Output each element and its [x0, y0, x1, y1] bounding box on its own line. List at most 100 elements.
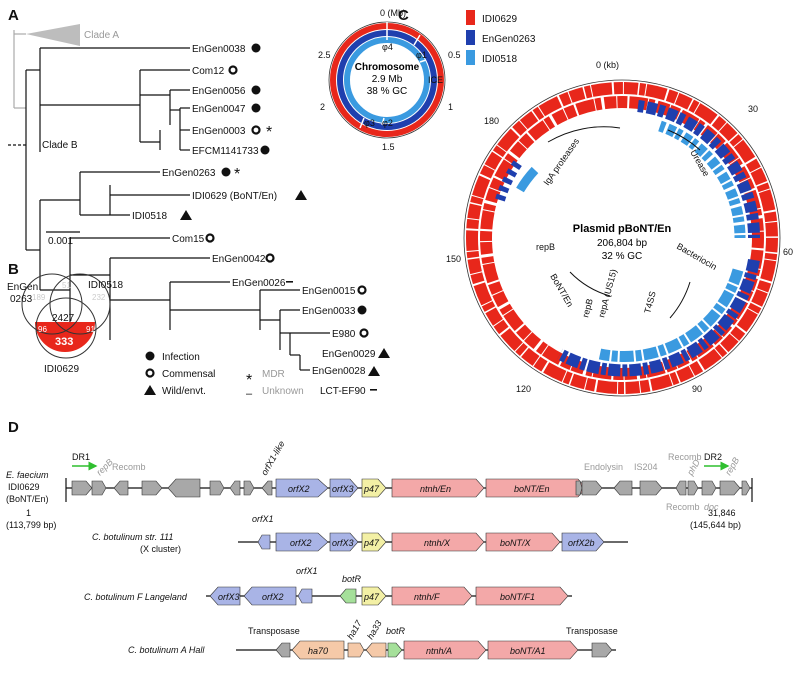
svg-text:ha17: ha17	[345, 618, 364, 641]
chromosome-title: Chromosome	[355, 62, 420, 73]
svg-text:φ4: φ4	[382, 42, 393, 52]
svg-text:2.9 Mb: 2.9 Mb	[372, 74, 403, 85]
svg-text:orfX1: orfX1	[252, 514, 274, 524]
svg-text:60: 60	[783, 247, 793, 257]
infection-icon	[357, 305, 367, 315]
plasmid-map: 0 (kb) 30 60 90 120 150 180 Plasmid pBoN…	[446, 60, 793, 397]
venn-set-a: EnGen	[7, 282, 38, 293]
svg-text:0.5: 0.5	[448, 50, 461, 60]
svg-text:90: 90	[692, 384, 702, 394]
clade-a-label: Clade A	[84, 30, 119, 41]
taxon-label: EnGen0026	[232, 278, 286, 289]
svg-text:doc: doc	[704, 502, 719, 512]
svg-text:IS204: IS204	[634, 462, 658, 472]
infection-icon	[145, 351, 155, 361]
gene-row-a-hall: C. botulinum A Hall Transposase ha70 ha1…	[128, 618, 618, 660]
taxon-label: EnGen0015	[302, 286, 356, 297]
scale-bar-label: 0.001	[48, 236, 73, 247]
phylo-tree	[8, 30, 330, 371]
svg-text:Commensal: Commensal	[162, 369, 215, 380]
svg-text:ha70: ha70	[308, 646, 328, 656]
svg-text:φ3: φ3	[364, 118, 375, 128]
svg-text:orfX1: orfX1	[296, 566, 318, 576]
svg-text:(X cluster): (X cluster)	[140, 544, 181, 554]
svg-text:DR2: DR2	[704, 452, 722, 462]
svg-text:Wild/envt.: Wild/envt.	[162, 386, 206, 397]
panel-c-label: C	[398, 7, 409, 24]
commensal-icon	[205, 233, 215, 243]
svg-text:orfX2: orfX2	[290, 538, 312, 548]
svg-text:repA (US15): repA (US15)	[596, 268, 618, 318]
svg-text:orfX2: orfX2	[262, 592, 284, 602]
svg-text:Recomb: Recomb	[668, 452, 702, 462]
taxon-label: E980	[332, 329, 356, 340]
svg-text:repB: repB	[536, 242, 555, 252]
svg-text:p47: p47	[363, 538, 380, 548]
commensal-icon	[251, 125, 261, 135]
svg-text:EnGen0263: EnGen0263	[482, 34, 536, 45]
svg-text:180: 180	[484, 116, 499, 126]
svg-text:189: 189	[32, 293, 46, 302]
unknown-icon	[370, 389, 377, 391]
svg-text:E. faecium: E. faecium	[6, 470, 49, 480]
svg-text:boNT/A1: boNT/A1	[510, 646, 546, 656]
mdr-icon: *	[266, 124, 272, 141]
taxon-label: EnGen0003	[192, 126, 246, 137]
tree-taxa: EnGen0038 Com12 EnGen0056 EnGen0047 EnGe…	[132, 44, 376, 397]
taxon-label: EnGen0047	[192, 104, 246, 115]
taxon-label: EnGen0038	[192, 44, 246, 55]
svg-text:orfX3: orfX3	[332, 538, 354, 548]
svg-text:Transposase: Transposase	[566, 626, 618, 636]
svg-text:φ1: φ1	[416, 50, 427, 60]
svg-text:ntnh/F: ntnh/F	[414, 592, 440, 602]
svg-text:2: 2	[320, 102, 325, 112]
legend-c: IDI0629 EnGen0263 IDI0518	[466, 10, 536, 65]
commensal-icon	[265, 253, 275, 263]
svg-text:96: 96	[38, 325, 47, 334]
infection-icon	[251, 103, 261, 113]
svg-text:IDI0629: IDI0629	[8, 482, 40, 492]
clade-a-collapsed	[26, 24, 80, 46]
taxon-label: LCT-EF90	[320, 386, 366, 397]
svg-text:orfX2b: orfX2b	[568, 538, 595, 548]
svg-text:150: 150	[446, 254, 461, 264]
unknown-icon	[286, 281, 293, 283]
commensal-icon	[145, 368, 155, 378]
svg-text:Infection: Infection	[162, 352, 200, 363]
wild-envt-icon	[144, 385, 156, 395]
gene-row-efaecium: E. faecium IDI0629 (BoNT/En) 1 (113,799 …	[6, 439, 753, 530]
taxon-label: EFCM1141733	[192, 146, 259, 157]
svg-text:32 % GC: 32 % GC	[602, 251, 643, 262]
taxon-label: EnGen0028	[312, 366, 366, 377]
venn-center-count: 2427	[52, 313, 75, 324]
infection-icon	[251, 43, 261, 53]
svg-text:repB: repB	[723, 456, 741, 477]
svg-text:IDI0518: IDI0518	[482, 54, 517, 65]
venn-unique-count: 333	[55, 336, 73, 348]
svg-text:51: 51	[62, 281, 71, 290]
svg-text:1: 1	[448, 102, 453, 112]
taxon-label: Com15	[172, 234, 205, 245]
wild-envt-icon	[180, 210, 192, 220]
wild-envt-icon	[378, 348, 390, 358]
svg-text:BoNT/En: BoNT/En	[548, 272, 575, 309]
svg-text:ntnh/X: ntnh/X	[424, 538, 451, 548]
svg-text:Transposase: Transposase	[248, 626, 300, 636]
svg-text:C. botulinum str. 111: C. botulinum str. 111	[92, 532, 173, 542]
wild-envt-icon	[368, 366, 380, 376]
taxon-label: EnGen0042	[212, 254, 266, 265]
svg-text:Endolysin: Endolysin	[584, 462, 623, 472]
infection-icon	[251, 85, 261, 95]
panel-d-label: D	[8, 419, 19, 436]
svg-text:orfX1-like: orfX1-like	[259, 439, 287, 477]
commensal-icon	[359, 328, 369, 338]
svg-text:botR: botR	[386, 626, 406, 636]
svg-text:(BoNT/En): (BoNT/En)	[6, 494, 49, 504]
panel-b-label: B	[8, 261, 19, 278]
svg-text:(145,644 bp): (145,644 bp)	[690, 520, 741, 530]
taxon-label: EnGen0056	[192, 86, 246, 97]
svg-text:ntnh/A: ntnh/A	[426, 646, 452, 656]
venn-set-c: IDI0629	[44, 364, 79, 375]
taxon-label: Com12	[192, 66, 225, 77]
